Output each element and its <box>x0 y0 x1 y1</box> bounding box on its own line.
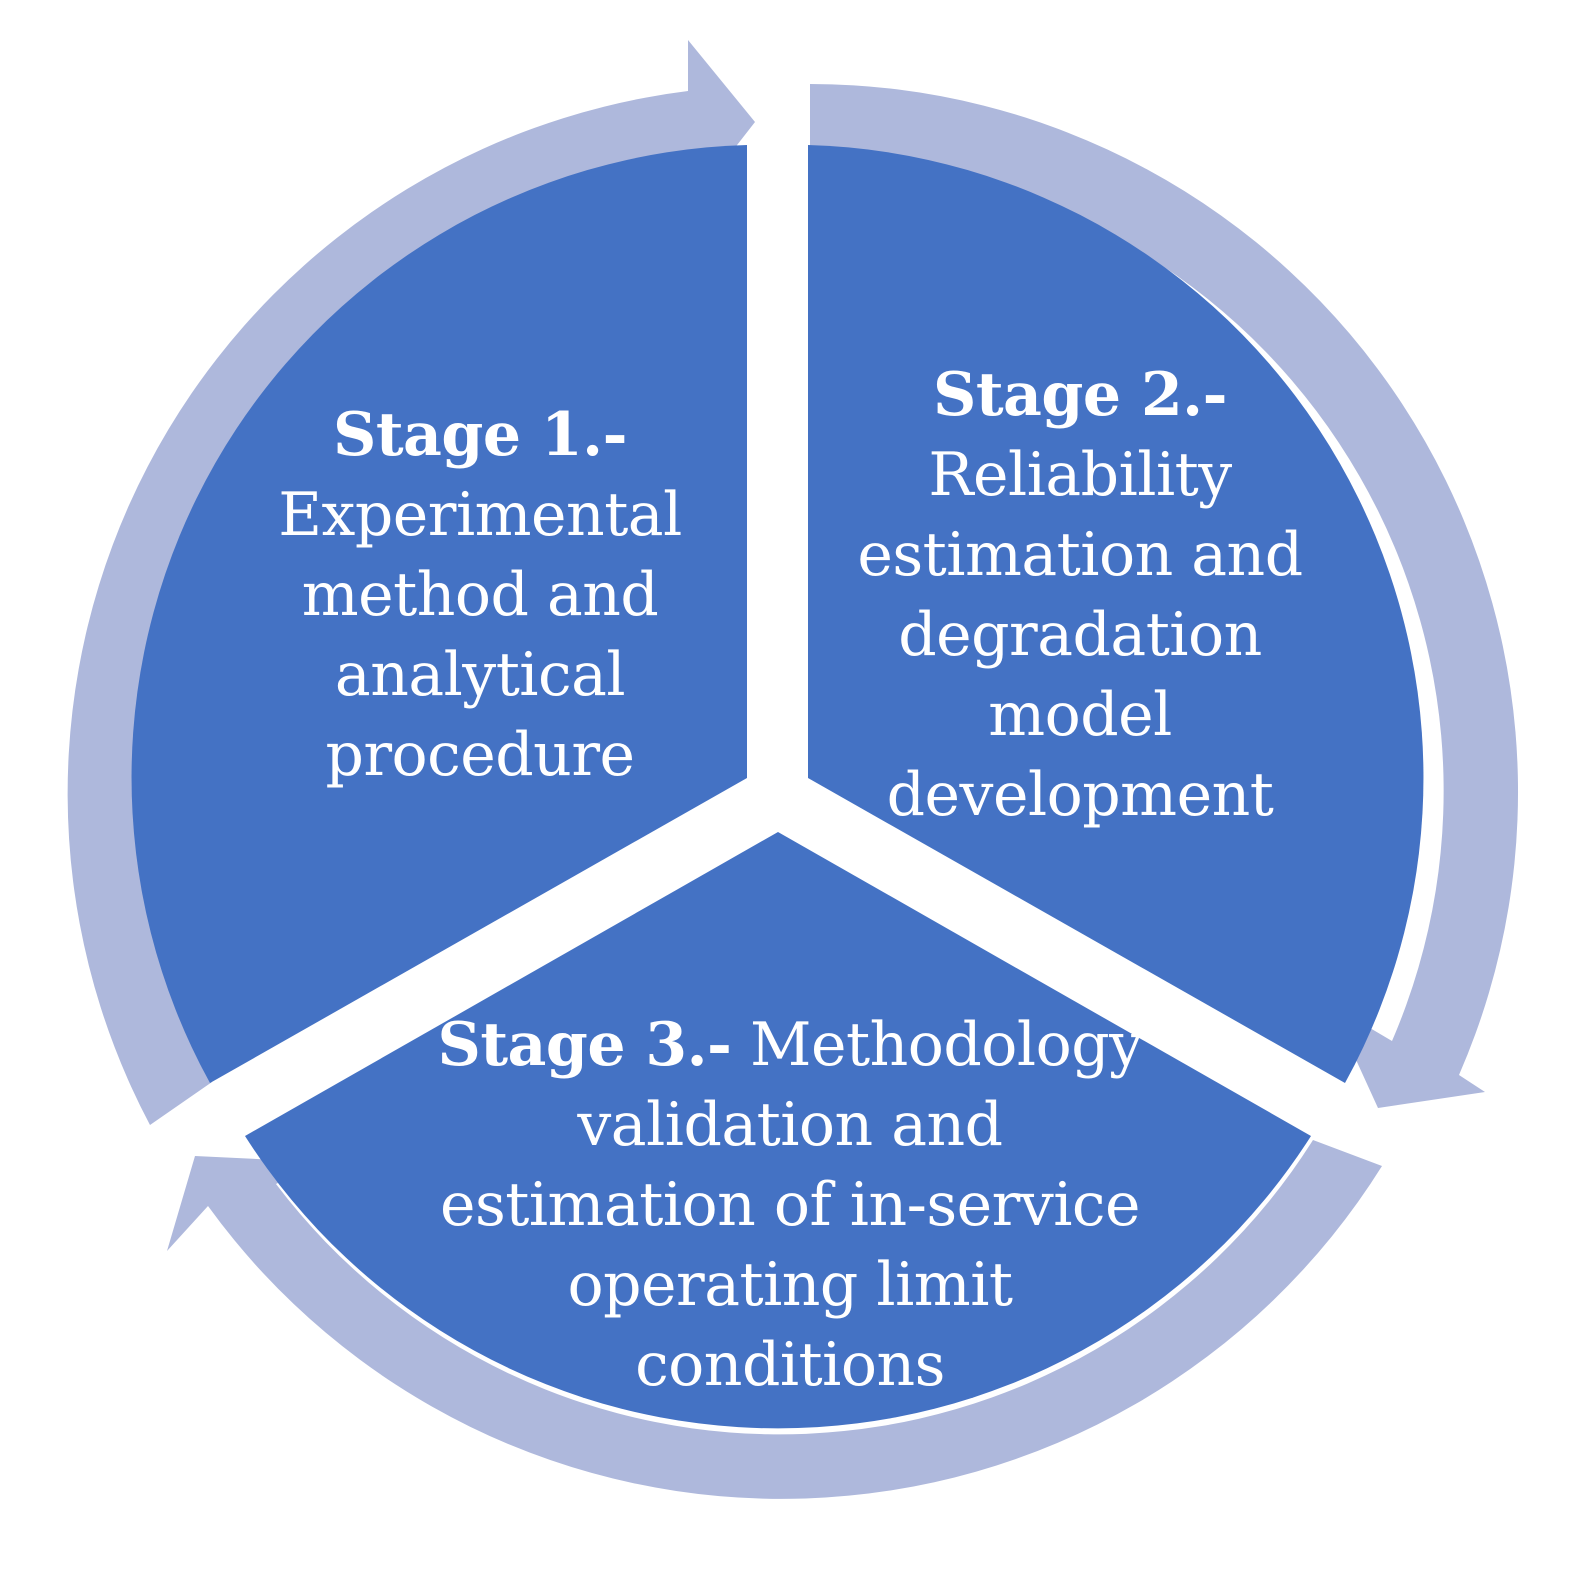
stage-1-line-4: procedure <box>325 720 635 790</box>
stage-3-segment <box>245 832 1311 1429</box>
stage-3-line-2: estimation of in-service <box>439 1170 1141 1240</box>
stage-3-label: Stage 3.- Methodology validation and est… <box>330 1005 1250 1405</box>
stage-3-first-line: Stage 3.- Methodology <box>330 1005 1250 1085</box>
stage-2-line-5: development <box>886 760 1274 830</box>
stage-1-line-1: Experimental <box>278 480 682 550</box>
stage-2-line-2: estimation and <box>857 520 1303 590</box>
cycle-arrow-stage3-to-stage1 <box>167 1140 1382 1499</box>
stage-2-line-3: degradation <box>898 600 1262 670</box>
stage-3-heading: Stage 3.- <box>437 1010 732 1080</box>
cycle-arrow-stage2-to-stage3 <box>810 84 1519 1108</box>
stage-2-line-1: Reliability <box>928 440 1232 510</box>
stage-1-line-2: method and <box>301 560 659 630</box>
stage-3-first-line-rest: Methodology <box>731 1010 1143 1080</box>
stage-1-label: Stage 1.- Experimental method and analyt… <box>230 395 730 795</box>
stage-2-label: Stage 2.- Reliability estimation and deg… <box>810 355 1350 835</box>
stage-3-line-4: conditions <box>635 1330 945 1400</box>
stage-3-line-1: validation and <box>577 1090 1003 1160</box>
stage-1-heading: Stage 1.- <box>333 400 627 470</box>
stage-1-segment <box>131 145 747 1083</box>
stage-2-line-4: model <box>988 680 1172 750</box>
stage-2-segment <box>808 145 1424 1083</box>
stage-3-line-3: operating limit <box>567 1250 1014 1320</box>
stage-2-heading: Stage 2.- <box>933 360 1227 430</box>
stage-1-line-3: analytical <box>334 640 626 710</box>
